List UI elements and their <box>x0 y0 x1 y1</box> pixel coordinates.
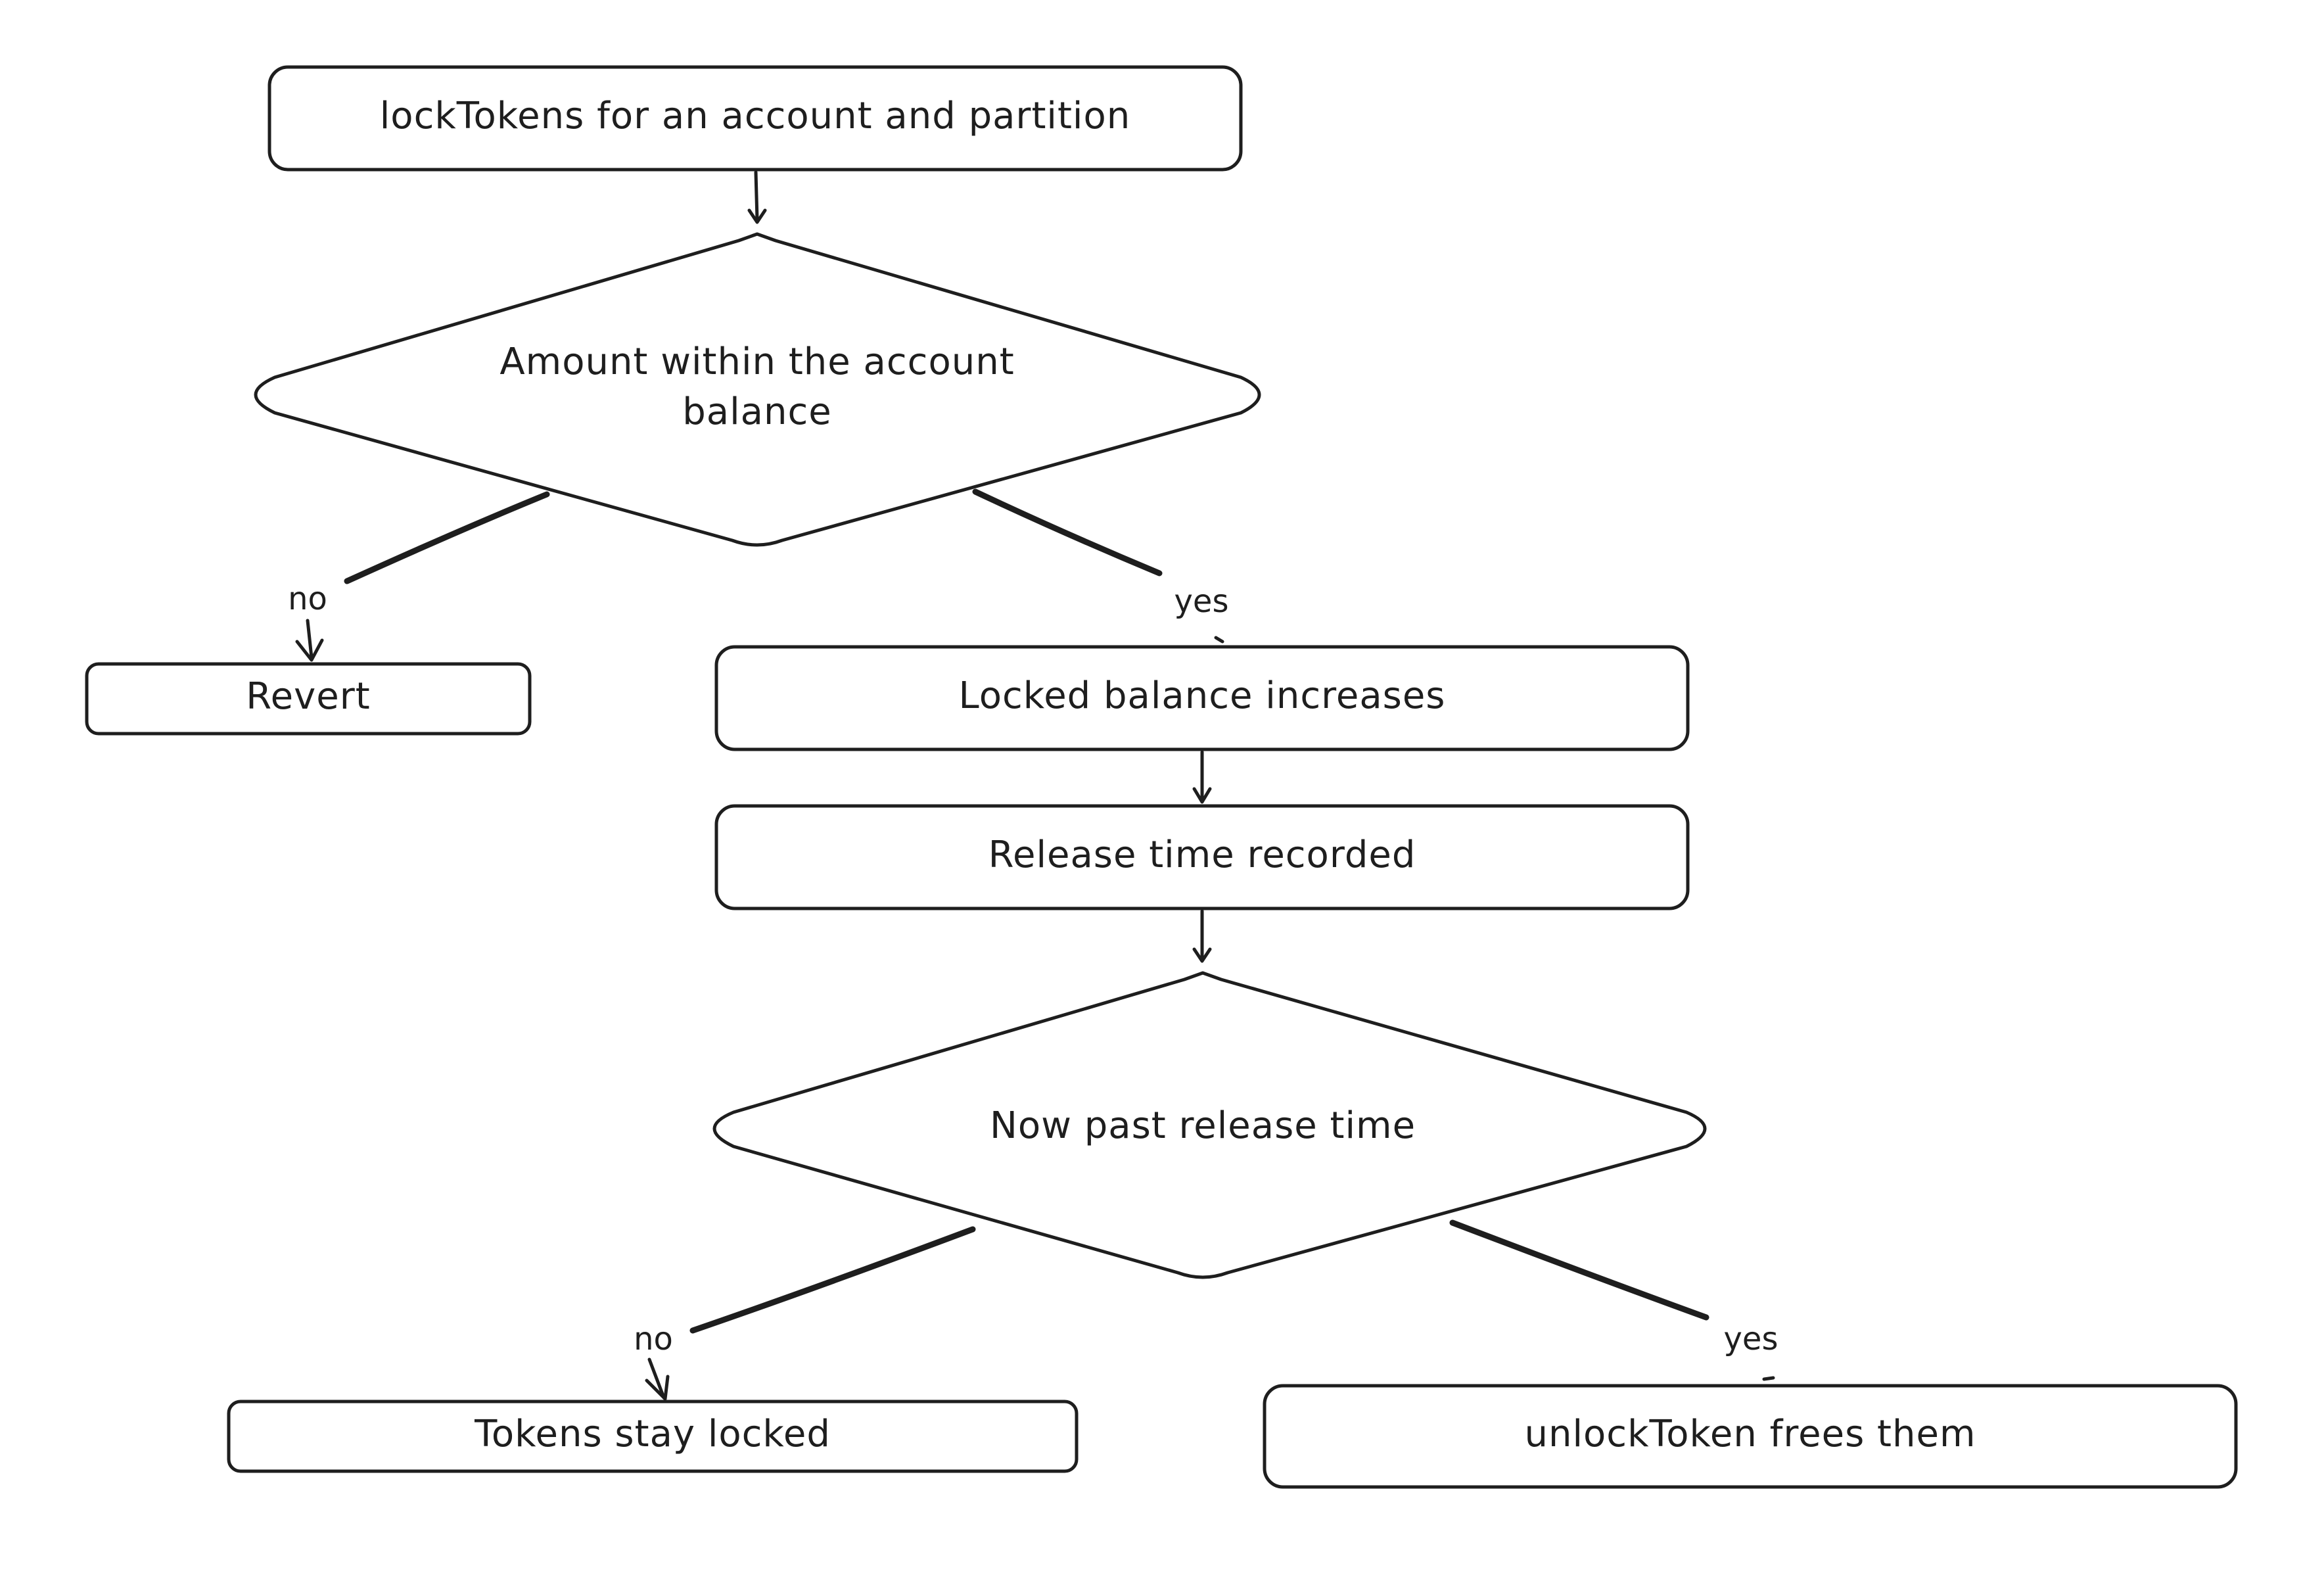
edge-start-to-balance <box>747 170 767 224</box>
node-decision-release-label: Now past release time <box>990 1104 1416 1147</box>
node-revert-label: Revert <box>246 675 370 718</box>
node-locked-increase-label: Locked balance increases <box>959 674 1446 717</box>
node-unlock[interactable]: unlockToken frees them <box>1263 1384 2238 1489</box>
node-decision-balance-line2: balance <box>682 390 831 433</box>
node-unlock-label: unlockToken frees them <box>1525 1413 1976 1455</box>
node-start-label: lockTokens for an account and partition <box>380 95 1130 137</box>
edge-release-no-to-stay-locked: no <box>634 1226 976 1401</box>
edge-release-yes-label: yes <box>1724 1321 1778 1357</box>
node-stay-locked[interactable]: Tokens stay locked <box>227 1400 1079 1473</box>
node-release-recorded-label: Release time recorded <box>988 834 1416 876</box>
node-locked-increase[interactable]: Locked balance increases <box>714 645 1690 751</box>
edge-balance-no-to-revert: no <box>288 491 550 662</box>
edge-locked-to-release <box>1192 750 1212 804</box>
edge-release-no-label: no <box>634 1321 673 1357</box>
node-stay-locked-label: Tokens stay locked <box>474 1413 831 1455</box>
edge-balance-yes-label: yes <box>1174 583 1229 620</box>
edge-balance-yes-to-locked: yes <box>972 488 1229 644</box>
node-decision-release[interactable]: Now past release time <box>712 971 1707 1279</box>
node-release-recorded[interactable]: Release time recorded <box>714 804 1690 910</box>
edge-release-yes-to-unlock: yes <box>1449 1219 1778 1381</box>
edge-release-to-decision <box>1192 909 1212 963</box>
edge-balance-no-label: no <box>288 580 327 617</box>
node-start[interactable]: lockTokens for an account and partition <box>267 65 1243 172</box>
node-decision-balance[interactable]: Amount within the account balance <box>254 232 1261 547</box>
node-decision-balance-line1: Amount within the account <box>500 341 1014 383</box>
node-revert[interactable]: Revert <box>85 662 532 736</box>
